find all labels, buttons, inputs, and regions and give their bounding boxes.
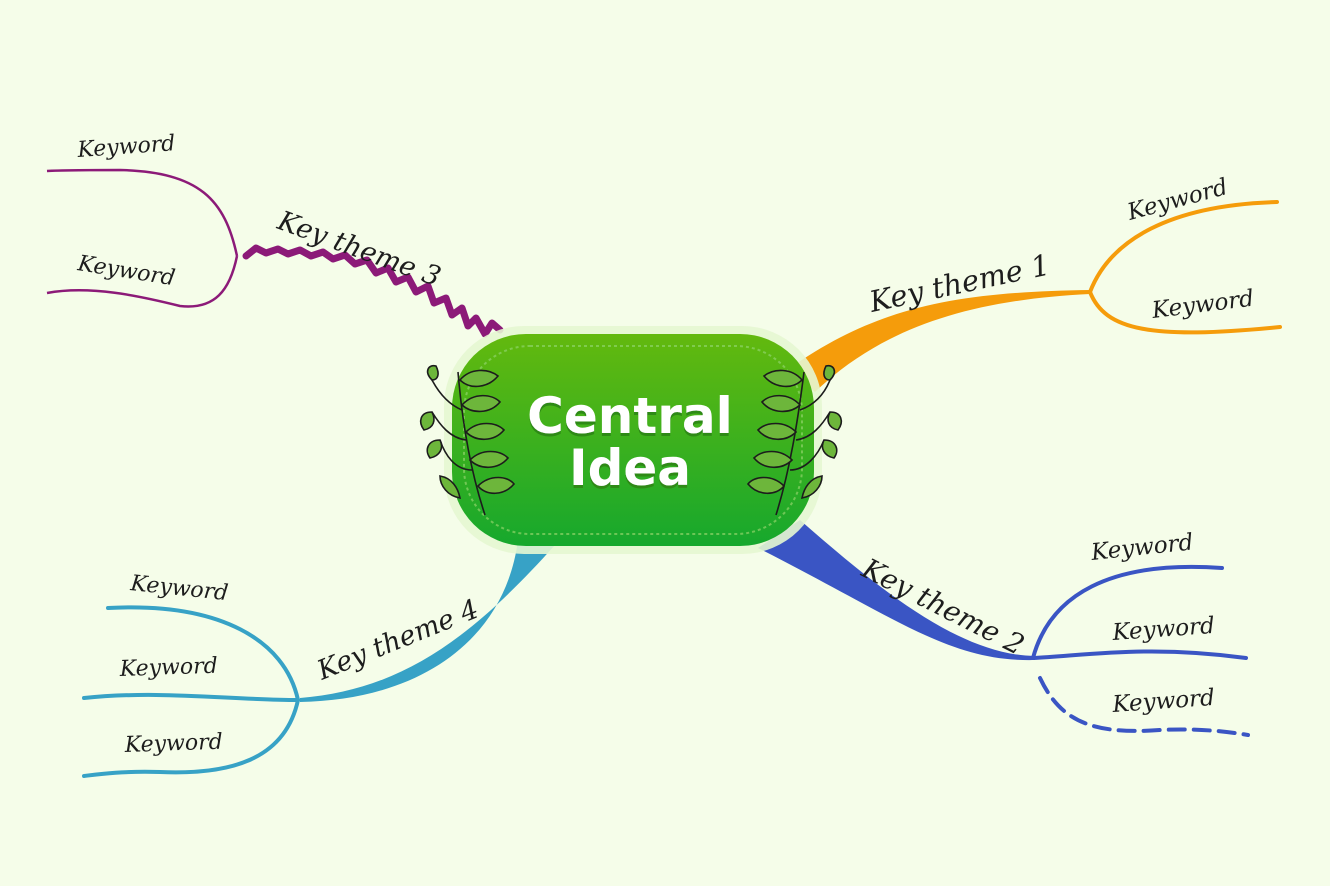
branch-2-trunk[interactable]: [758, 520, 1035, 661]
branch-1-sub-1[interactable]: [1088, 200, 1279, 294]
branch-3-keyword-1[interactable]: Keyword: [76, 131, 176, 163]
branch-2-sub-1[interactable]: [1031, 564, 1224, 660]
branch-2-keyword-3[interactable]: Keyword: [1111, 685, 1216, 718]
leaf-left-1: [419, 364, 516, 499]
branch-4-trunk[interactable]: [300, 540, 555, 702]
central-node-body: [452, 334, 814, 546]
leaf-sprig-right-icon: [746, 364, 843, 516]
branch-2-sub-2[interactable]: [1031, 649, 1248, 660]
branch-1-trunk[interactable]: [790, 290, 1090, 392]
branch-2-keyword-1[interactable]: Keyword: [1089, 529, 1195, 566]
branch-4-sub-3[interactable]: [82, 698, 300, 778]
branch-key-theme-1: Key theme 1 Keyword Keyword: [790, 174, 1282, 392]
central-node[interactable]: Central Idea: [444, 326, 822, 554]
branch-4-keyword-1[interactable]: Keyword: [128, 571, 229, 606]
branch-2-keyword-2[interactable]: Keyword: [1111, 613, 1216, 646]
branch-3-sub-2[interactable]: [46, 255, 239, 308]
branch-4-keyword-2[interactable]: Keyword: [118, 654, 218, 682]
central-title-line-2[interactable]: Idea: [569, 439, 691, 497]
branch-4-sub-2[interactable]: [82, 692, 300, 702]
branch-1-keyword-2[interactable]: Keyword: [1150, 286, 1256, 324]
branch-key-theme-4: Key theme 4 Keyword Keyword Keyword: [82, 540, 555, 778]
branch-2-sub-3-dashed[interactable]: [1038, 676, 1250, 737]
branch-4-keyword-3[interactable]: Keyword: [123, 730, 223, 758]
central-title-line-1[interactable]: Central: [527, 387, 733, 445]
branch-1-sub-2[interactable]: [1088, 290, 1282, 335]
leaf-right-1: [746, 364, 843, 499]
branch-3-sub-1[interactable]: [46, 168, 239, 257]
branch-key-theme-3: Key theme 3 Keyword Keyword: [46, 131, 504, 338]
branch-3-trunk-zigzag[interactable]: [242, 244, 504, 338]
branch-3-keyword-2[interactable]: Keyword: [75, 251, 177, 291]
branch-key-theme-2: Key theme 2 Keyword Keyword Keyword: [758, 520, 1250, 737]
leaf-sprig-left-icon: [419, 364, 516, 516]
branch-4-sub-1[interactable]: [106, 605, 300, 702]
